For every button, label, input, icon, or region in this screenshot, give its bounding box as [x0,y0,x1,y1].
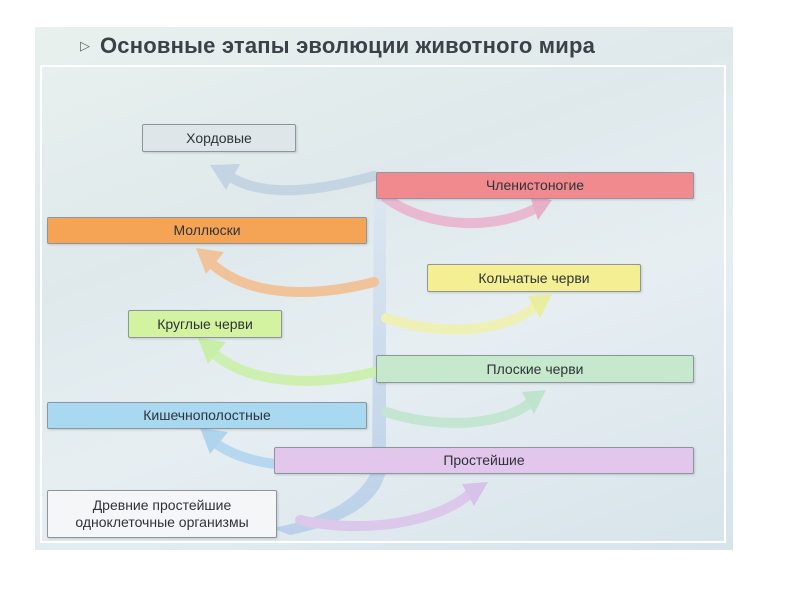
branch-annelids [381,297,545,335]
branch-flatworms [381,393,540,428]
branch-arthropods [381,193,545,229]
stage-protozoa: Простейшие [274,447,694,474]
branch-arthropods-arrowhead [530,196,552,220]
branch-flatworms-arrowhead [522,390,546,414]
stage-roundworms: Круглые черви [128,310,282,338]
title-row: ▷ Основные этапы эволюции животного мира [80,30,595,62]
stage-protozoa-label: Простейшие [443,452,525,468]
tree-trunk [272,180,386,535]
branch-annelids-arrowhead [528,294,552,318]
stage-ancient: Древние простейшие одноклеточные организ… [47,490,277,538]
stage-mollusks: Моллюски [47,217,367,244]
stage-annelids-label: Кольчатые черви [478,269,590,286]
stage-arthropods: Членистоногие [376,172,694,199]
stage-ancient-label: Древние простейшие одноклеточные организ… [75,497,249,530]
arrow-bullet-icon: ▷ [80,38,90,53]
stage-chordates-label: Хордовые [186,129,252,146]
branch-coelenterates-arrowhead [200,428,228,454]
diagram-frame [40,65,726,543]
stage-mollusks-label: Моллюски [173,222,241,238]
branch-mollusks-arrowhead [196,248,224,274]
branch-roundworms-arrowhead [198,338,226,364]
stage-arthropods-label: Членистоногие [485,177,585,193]
branch-chordates [227,171,379,196]
stage-annelids: Кольчатые черви [427,264,641,292]
stage-coelenterates: Кишечнополостные [47,402,367,429]
stage-coelenterates-label: Кишечнополостные [143,407,271,423]
stage-flatworms: Плоские черви [376,355,694,383]
stage-roundworms-label: Круглые черви [157,315,253,332]
branch-chordates-arrowhead [210,164,240,190]
branch-mollusks [205,257,379,297]
stage-flatworms-label: Плоские черви [486,360,584,377]
page-title: Основные этапы эволюции животного мира [100,33,596,58]
branch-roundworms [207,347,379,386]
stage-chordates: Хордовые [142,124,296,152]
branch-protozoa [295,485,479,532]
branch-protozoa-arrowhead [462,482,488,506]
